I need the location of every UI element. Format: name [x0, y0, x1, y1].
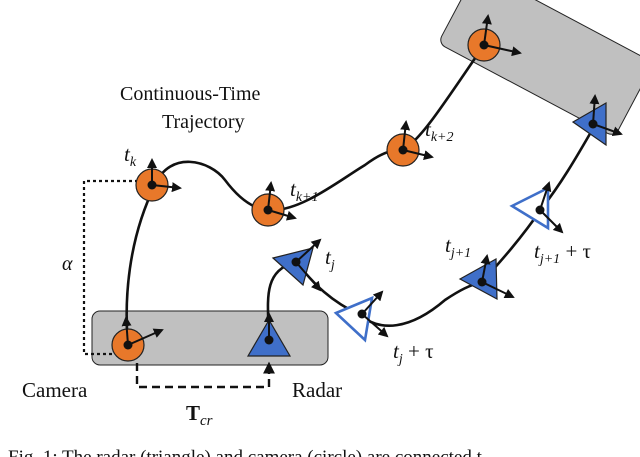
camera-node-end	[467, 14, 522, 62]
camera-node-origin	[111, 316, 164, 362]
alpha-label: α	[62, 253, 73, 275]
camera-node-tk2	[386, 120, 434, 167]
time-label-tj1-tau: tj+1 + τ	[534, 239, 591, 267]
camera-node-tk1	[251, 181, 297, 227]
radar-node-tj-tau	[333, 290, 389, 343]
camera-node-tk	[135, 158, 182, 202]
extrinsic-label: Tcr	[186, 401, 213, 429]
sensor-platform-end	[440, 0, 640, 135]
radar-node-tj	[271, 238, 322, 292]
time-label-tk: tk	[124, 142, 137, 170]
time-label-tj1: tj+1	[445, 233, 471, 261]
radar-node-tj1-tau	[509, 181, 564, 234]
radar-node-origin	[246, 312, 292, 357]
trajectory-title-line1: Continuous-Time	[120, 83, 261, 105]
radar-node-end	[571, 94, 623, 147]
camera-label: Camera	[22, 378, 88, 402]
radar-node-tj1	[458, 254, 515, 301]
time-label-tj-tau: tj + τ	[393, 339, 434, 367]
trajectory-title-line2: Trajectory	[162, 111, 245, 133]
time-label-tj: tj	[325, 245, 335, 273]
figure-caption: Fig. 1: The radar (triangle) and camera …	[8, 447, 483, 457]
radar-label: Radar	[292, 378, 342, 402]
alpha-offset-line	[82, 179, 138, 356]
time-label-tk1: tk+1	[290, 177, 319, 205]
extrinsic-bracket	[135, 361, 275, 389]
time-label-tk2: tk+2	[425, 117, 454, 145]
